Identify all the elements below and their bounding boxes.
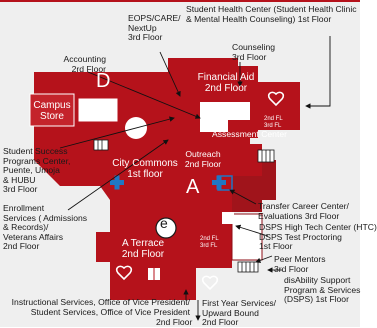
building-label-d: D xyxy=(96,70,111,92)
arrow-eops xyxy=(159,51,181,97)
campus-store-building xyxy=(29,93,75,127)
courtyard-block xyxy=(77,97,119,123)
elevator-icon xyxy=(222,212,234,224)
heart-icon xyxy=(115,265,133,281)
arrow-transfer xyxy=(229,189,257,205)
first-aid-cross-icon xyxy=(212,175,226,190)
arrow-accounting xyxy=(87,71,201,119)
first-aid-cross-icon xyxy=(110,175,124,190)
annex xyxy=(231,213,263,261)
label-assessment: Assessment Center xyxy=(212,129,287,139)
label-instructional-floor: 2nd Floor xyxy=(156,317,193,327)
building-a xyxy=(180,120,262,300)
map-drawing xyxy=(29,36,331,321)
arrow-success xyxy=(59,116,175,149)
building-label-a: A xyxy=(186,176,200,198)
stairs-icon xyxy=(257,149,275,163)
elevator-icon xyxy=(148,268,160,280)
building-label-e: e xyxy=(160,215,168,231)
label-transfer: Transfer Career Center/Evaluations 3rd F… xyxy=(258,201,349,221)
arrow-peer xyxy=(255,255,273,263)
building-city-commons xyxy=(110,138,180,200)
dsps-tech-box xyxy=(217,175,233,191)
arrow-health xyxy=(305,36,331,109)
stairs-icon xyxy=(237,261,259,273)
heart-icon xyxy=(267,91,285,107)
label-dsps-tech: DSPS High Tech Center (HTC)DSPS Test Pro… xyxy=(259,222,377,252)
e-circle xyxy=(155,217,177,239)
label-instructional: Instructional Services, Office of Vice P… xyxy=(11,297,190,317)
arrow-enrollment xyxy=(67,139,169,211)
label-health: Student Health Center (Student Health Cl… xyxy=(186,4,357,24)
heart-icon xyxy=(201,275,219,291)
top-accent-bar xyxy=(0,0,360,2)
building-a-wing xyxy=(232,160,276,212)
arrow-dsps-tech xyxy=(235,224,269,237)
stairs-icon xyxy=(93,139,109,151)
